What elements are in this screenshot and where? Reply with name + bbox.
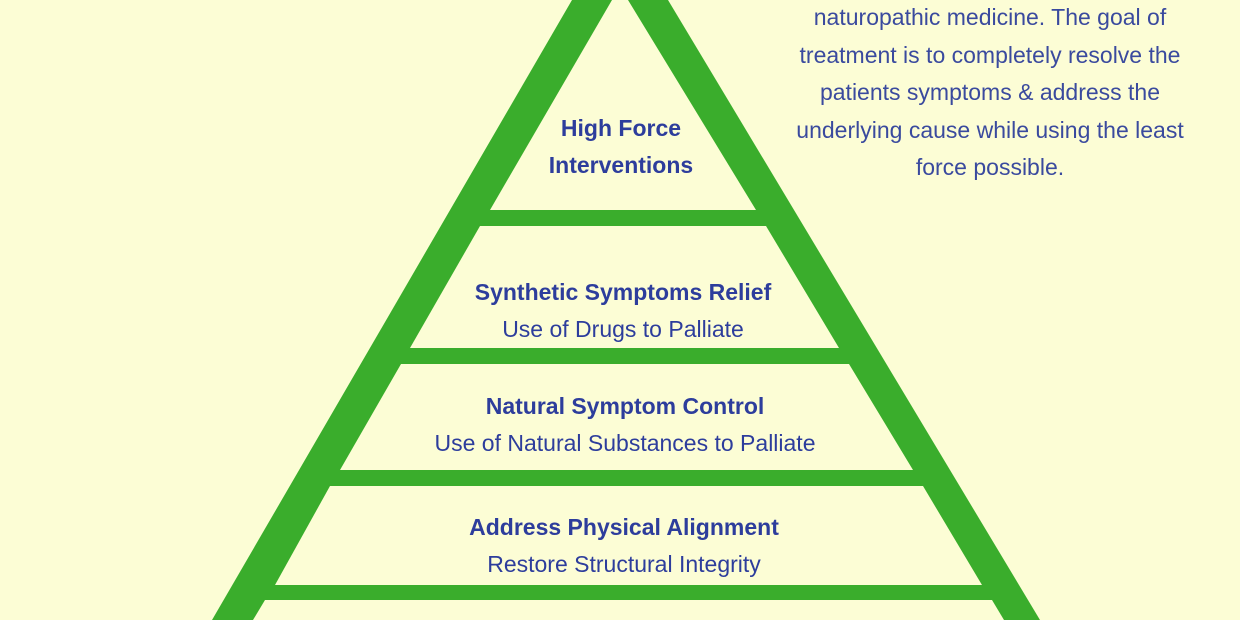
pyramid-tier-4 xyxy=(275,486,982,585)
level-2-title: Synthetic Symptoms Relief xyxy=(474,279,772,305)
description-line: naturopathic medicine. The goal of xyxy=(813,4,1167,30)
level-4-subtitle: Restore Structural Integrity xyxy=(487,551,761,577)
level-2-subtitle: Use of Drugs to Palliate xyxy=(502,316,744,342)
description-line: underlying cause while using the least xyxy=(796,116,1184,143)
level-4-title: Address Physical Alignment xyxy=(469,514,779,540)
level-3: Natural Symptom Control Use of Natural S… xyxy=(435,388,816,462)
level-1-title: High Force Interventions xyxy=(549,110,693,184)
pyramid-tier-1 xyxy=(490,0,756,210)
pyramid-tier-3 xyxy=(340,364,913,470)
description-line: patients symptoms & address the xyxy=(819,79,1161,105)
pyramid-tier-2 xyxy=(410,226,839,348)
level-1-title-line: Interventions xyxy=(548,152,694,178)
description-line: treatment is to completely resolve the xyxy=(799,41,1181,68)
level-1-title-line: High Force xyxy=(560,115,682,141)
pyramid-tier-5 xyxy=(253,600,1004,620)
level-2: Synthetic Symptoms Relief Use of Drugs t… xyxy=(475,274,772,348)
level-4: Address Physical Alignment Restore Struc… xyxy=(469,509,779,583)
description-line: force possible. xyxy=(915,154,1065,180)
level-3-title: Natural Symptom Control xyxy=(485,393,765,419)
level-3-subtitle: Use of Natural Substances to Palliate xyxy=(434,430,816,456)
description-text: naturopathic medicine. The goal of treat… xyxy=(760,0,1220,187)
